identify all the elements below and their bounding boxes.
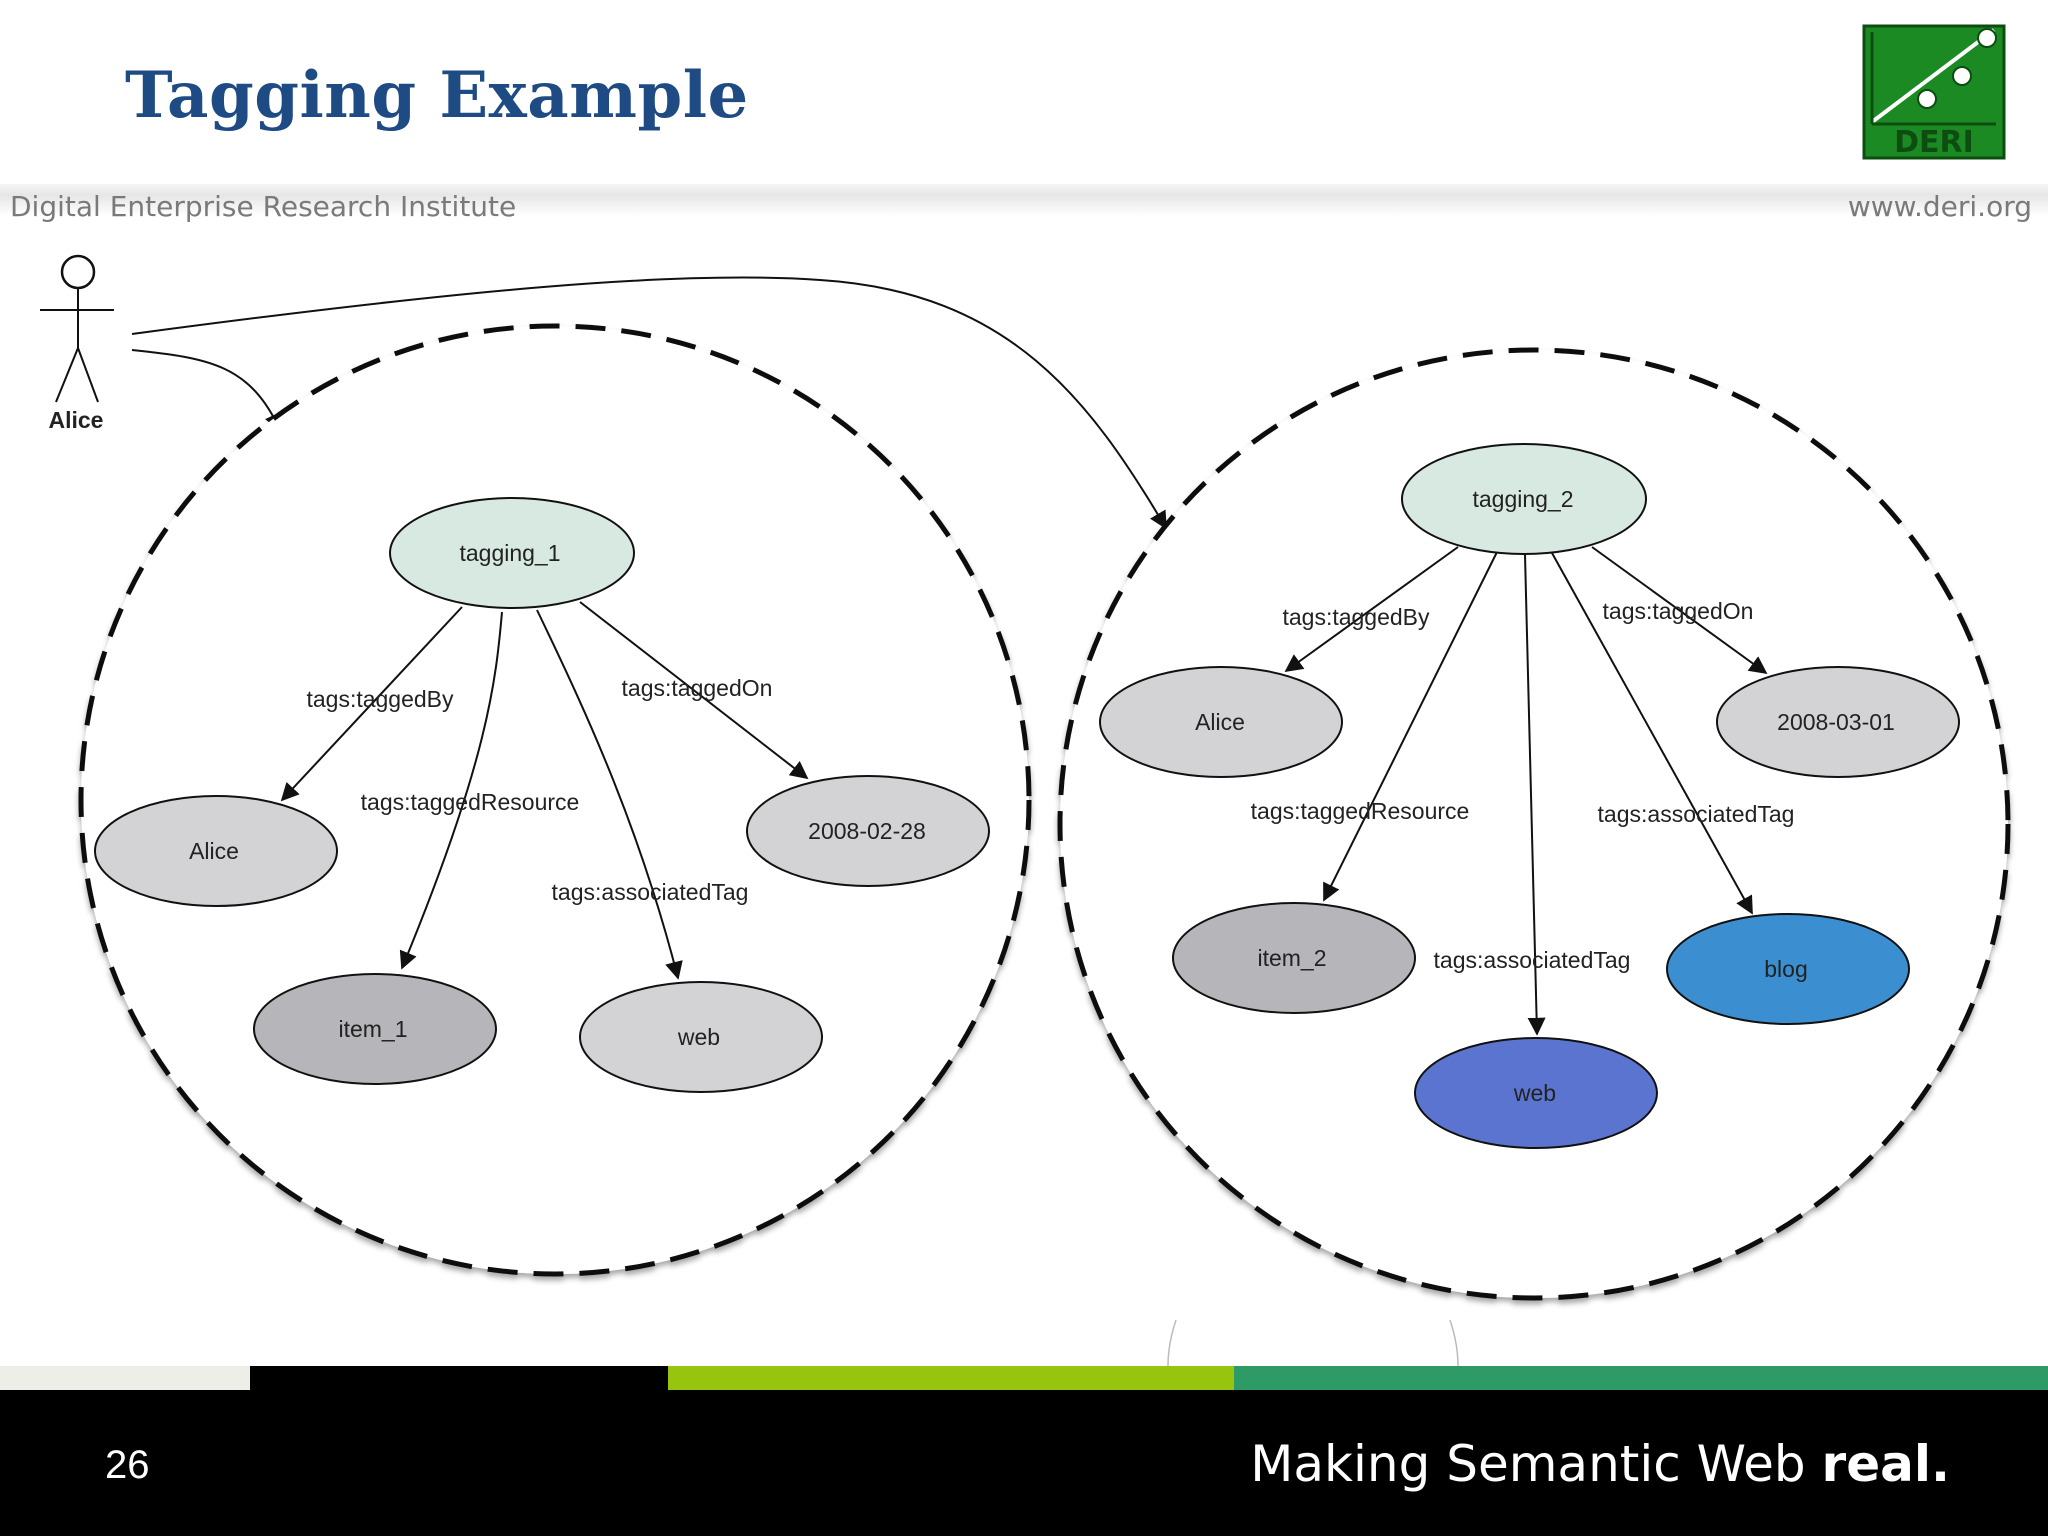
footer-stripe-1 xyxy=(0,1366,250,1390)
node-blog-2-label: blog xyxy=(1764,956,1807,982)
edge-tagged-resource-1 xyxy=(399,611,503,970)
deri-logo: DERI xyxy=(1862,24,2006,160)
footer-stripe-2 xyxy=(250,1366,668,1390)
label-tagged-by-1: tags:taggedBy xyxy=(306,686,454,712)
edge-associated-tag-1 xyxy=(536,609,683,980)
node-tagging-1: tagging_1 xyxy=(389,497,635,609)
label-tagged-on-1: tags:taggedOn xyxy=(622,675,773,701)
graph-2-boundary xyxy=(1057,347,2011,1301)
edge-tagged-on-2 xyxy=(1591,546,1768,675)
logo-text: DERI xyxy=(1894,125,1974,160)
footer-stripe-3 xyxy=(668,1366,1234,1390)
node-web-1-label: web xyxy=(677,1024,720,1050)
footer-bar xyxy=(0,1390,2048,1536)
decorative-arc-right xyxy=(1449,1319,1459,1366)
node-web-1: web xyxy=(579,981,823,1093)
actor-alice: Alice xyxy=(40,254,114,433)
footer-stripe-4 xyxy=(1234,1366,2048,1390)
label-tagged-resource-2: tags:taggedResource xyxy=(1251,798,1470,824)
node-alice-2-label: Alice xyxy=(1195,709,1245,735)
node-date-2-label: 2008-03-01 xyxy=(1777,709,1895,735)
actor-arrow-graph-2 xyxy=(131,276,1167,530)
label-associated-tag-1: tags:associatedTag xyxy=(552,879,749,905)
label-tagged-on-2: tags:taggedOn xyxy=(1603,598,1754,624)
label-associated-tag-2a: tags:associatedTag xyxy=(1434,947,1631,973)
node-alice-1-label: Alice xyxy=(189,838,239,864)
node-tagging-1-label: tagging_1 xyxy=(459,540,560,566)
tagline-prefix: Making Semantic Web xyxy=(1250,1435,1822,1493)
tagline-strong: real. xyxy=(1821,1435,1950,1493)
institute-name: Digital Enterprise Research Institute xyxy=(10,190,517,223)
edge-tagged-resource-2 xyxy=(1323,551,1498,902)
tagline: Making Semantic Web real. xyxy=(1250,1435,1950,1493)
page-number: 26 xyxy=(105,1443,150,1487)
node-alice-1: Alice xyxy=(94,795,338,907)
edge-associated-tag-2a xyxy=(1524,554,1546,1036)
node-date-2: 2008-03-01 xyxy=(1716,666,1960,778)
node-web-2-label: web xyxy=(1513,1080,1556,1106)
node-web-2: web xyxy=(1414,1037,1658,1149)
actor-arrow-graph-1 xyxy=(131,349,282,432)
decorative-arc-left xyxy=(1167,1319,1177,1366)
node-tagging-2: tagging_2 xyxy=(1401,443,1647,555)
node-item-1: item_1 xyxy=(253,973,497,1085)
actor-label: Alice xyxy=(49,407,104,433)
edge-tagged-by-1 xyxy=(280,606,463,802)
edge-tagged-by-2 xyxy=(1284,546,1459,673)
tagging-diagram: Alice tags:taggedBy tags:taggedOn tags:t… xyxy=(40,254,2011,1366)
slide-title: Tagging Example xyxy=(125,58,749,133)
label-tagged-resource-1: tags:taggedResource xyxy=(361,789,580,815)
node-date-1: 2008-02-28 xyxy=(746,775,990,887)
website-url: www.deri.org xyxy=(1847,190,2032,223)
edge-tagged-on-1 xyxy=(579,601,809,780)
node-blog-2: blog xyxy=(1666,913,1910,1025)
node-item-2-label: item_2 xyxy=(1257,945,1326,971)
header-band xyxy=(0,184,2048,216)
edge-associated-tag-2b xyxy=(1551,552,1753,915)
graph-2: tags:taggedBy tags:taggedOn tags:taggedR… xyxy=(1057,347,2011,1301)
footer-stripes xyxy=(0,1366,2048,1390)
label-tagged-by-2: tags:taggedBy xyxy=(1282,604,1430,630)
node-item-2: item_2 xyxy=(1172,902,1416,1014)
node-item-1-label: item_1 xyxy=(338,1016,407,1042)
node-tagging-2-label: tagging_2 xyxy=(1472,486,1573,512)
graph-1: tags:taggedBy tags:taggedOn tags:taggedR… xyxy=(78,323,1032,1277)
node-alice-2: Alice xyxy=(1099,666,1343,778)
node-date-1-label: 2008-02-28 xyxy=(808,818,926,844)
label-associated-tag-2b: tags:associatedTag xyxy=(1598,801,1795,827)
